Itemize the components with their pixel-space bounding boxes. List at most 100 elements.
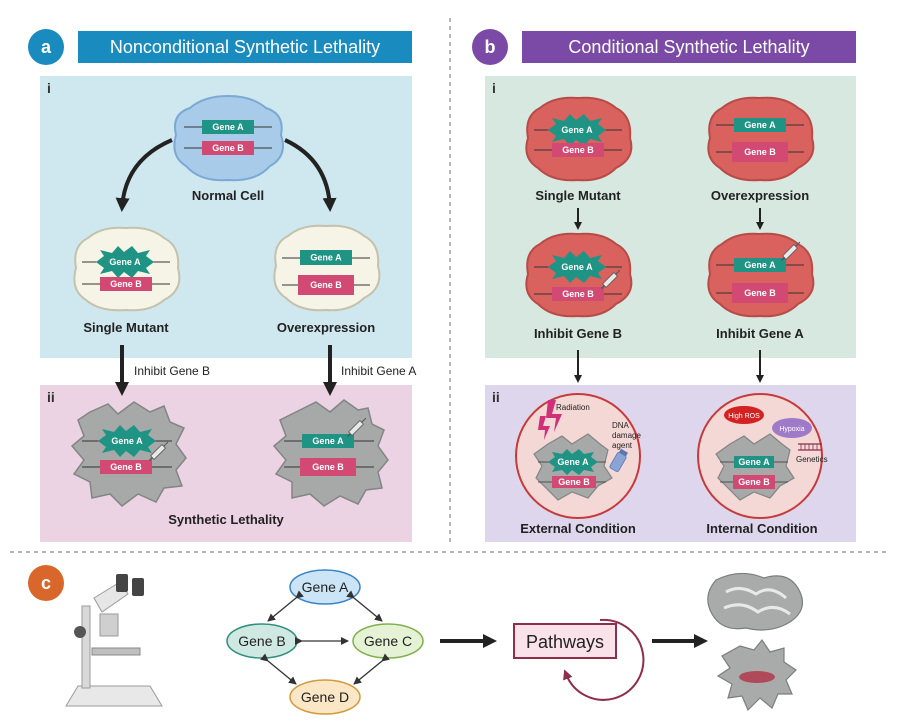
edge-a-b (267, 590, 304, 622)
pathways-cycle-arrow (563, 618, 645, 701)
inhibit-a-cell-gene-a-label: Gene A (744, 260, 776, 270)
high-ros-label: High ROS (728, 413, 760, 420)
panel-a-region-ii-label: ii (47, 389, 55, 405)
mutation-burst (96, 246, 154, 278)
gene-b-node-label: Gene B (238, 633, 285, 649)
normal-cell-gene-b-label: Gene B (212, 143, 244, 153)
internal-condition-caption: Internal Condition (706, 521, 817, 536)
syringe-icon (600, 269, 621, 290)
inhibit-gene-b-cell-b: Gene A Gene B (525, 232, 633, 318)
high-ros-badge (724, 406, 764, 424)
inhibit-gene-a-label-a: Inhibit Gene A (341, 364, 416, 378)
mitochondria-cell-icon (707, 572, 803, 631)
inhibit-b-cell-gene-a-label: Gene A (561, 262, 593, 272)
panel-a-badge (28, 29, 64, 65)
radiation-bolt-icon (546, 400, 562, 432)
inhibit-gene-b-label-a: Inhibit Gene B (134, 364, 210, 378)
single-mutant-cell-b: Gene A Gene B (525, 96, 633, 182)
panel-b-title-box (522, 31, 856, 63)
single-mutant-gene-b-label: Gene B (110, 279, 142, 289)
internal-gene-a-label: Gene A (738, 457, 770, 467)
radiation-bolt-icon (538, 416, 550, 440)
dna-damage-label-1: DNA (612, 421, 630, 430)
panel-b-badge (472, 29, 508, 65)
external-gene-b-label: Gene B (558, 477, 590, 487)
normal-cell-caption: Normal Cell (192, 188, 264, 203)
edge-a-c (346, 590, 383, 622)
inhibit-gene-a-cell-b: Gene A Gene B (707, 232, 815, 318)
panel-b-region-i-label: i (492, 80, 496, 96)
gene-c-node-label: Gene C (364, 633, 412, 649)
overexpression-cell-b: Gene A Gene B (707, 96, 815, 182)
inhibit-b-cell-gene-b-label: Gene B (562, 289, 594, 299)
overexpression-gene-a (300, 250, 352, 265)
overexpression-b-gene-b-label: Gene B (744, 147, 776, 157)
gene-d-node (289, 679, 361, 715)
panel-a-letter: a (41, 37, 52, 57)
edge-b-d (260, 653, 297, 685)
overexpression-caption-b: Overexpression (711, 188, 809, 203)
dna-damage-label-3: agent (612, 441, 633, 450)
syringe-icon (148, 441, 169, 462)
edge-c-d (353, 653, 390, 685)
normal-cell-gene-b (202, 141, 254, 155)
drug-bottle-icon (609, 448, 628, 472)
single-mutant-caption-a: Single Mutant (83, 320, 169, 335)
single-mutant-gene-b (100, 277, 152, 291)
panel-b-letter: b (485, 37, 496, 57)
overexpression-caption-a: Overexpression (277, 320, 375, 335)
panel-a: a Nonconditional Synthetic Lethality i i… (28, 29, 416, 542)
normal-cell-gene-a (202, 120, 254, 134)
microscope-icon (65, 574, 163, 707)
dead-cell-left-gene-b-label: Gene B (110, 462, 142, 472)
panel-b-region-ii-label: ii (492, 389, 500, 405)
internal-gene-b-label: Gene B (738, 477, 770, 487)
external-gene-a-label: Gene A (557, 457, 589, 467)
overexpression-cell-a: Gene A Gene B (273, 224, 381, 312)
syringe-icon (346, 417, 367, 438)
dead-cell-right-a: Gene A Gene B (272, 399, 389, 507)
overexpression-gene-a-label: Gene A (310, 253, 342, 263)
pathways-box (513, 623, 617, 659)
genetics-label: Genetics (796, 455, 828, 464)
dead-cell-right-gene-a-label: Gene A (312, 436, 344, 446)
hypoxia-badge (772, 418, 812, 438)
panel-c: c Gene A Gene B Gene C Gene D Path (28, 565, 803, 715)
single-mutant-b-gene-b-label: Gene B (562, 145, 594, 155)
external-condition-caption: External Condition (520, 521, 636, 536)
single-mutant-b-gene-a-label: Gene A (561, 125, 593, 135)
panel-b-title: Conditional Synthetic Lethality (568, 37, 809, 57)
syringe-icon (780, 241, 801, 262)
panel-b: b Conditional Synthetic Lethality i ii G… (472, 29, 856, 542)
gene-a-node-label: Gene A (302, 579, 349, 595)
panel-c-badge (28, 565, 64, 601)
single-mutant-cell-a: Gene A Gene B (73, 226, 181, 312)
radiation-label: Radiation (556, 403, 590, 412)
hypoxia-label: Hypoxia (779, 426, 804, 433)
panel-a-title-box (78, 31, 412, 63)
overexpression-b-gene-a-label: Gene A (744, 120, 776, 130)
overexpression-gene-b-label: Gene B (310, 280, 342, 290)
dead-cell-left-gene-a-label: Gene A (111, 436, 143, 446)
dna-damage-label-2: damage (612, 431, 641, 440)
single-mutant-gene-a-label: Gene A (109, 257, 141, 267)
curved-arrow-right (284, 138, 337, 212)
single-mutant-caption-b: Single Mutant (535, 188, 621, 203)
inhibit-a-cell-gene-b-label: Gene B (744, 288, 776, 298)
inhibit-gene-a-caption-b: Inhibit Gene A (716, 326, 804, 341)
gene-d-node-label: Gene D (301, 689, 349, 705)
panel-a-region-i-label: i (47, 80, 51, 96)
dna-ladder-icon (798, 443, 822, 451)
apoptotic-cell-icon (716, 638, 797, 712)
synthetic-lethality-caption: Synthetic Lethality (168, 512, 284, 527)
dead-cell-left-a: Gene A Gene B (70, 401, 187, 507)
normal-cell: Gene A Gene B (173, 94, 284, 182)
curved-arrow-left (115, 138, 173, 212)
gene-a-node (289, 569, 361, 605)
normal-cell-gene-a-label: Gene A (212, 122, 244, 132)
pathways-label: Pathways (526, 632, 604, 652)
panel-c-letter: c (41, 573, 51, 593)
external-condition-circle: Gene A Gene B Radiation DNA damage agent (515, 393, 641, 519)
overexpression-gene-b (298, 275, 354, 295)
